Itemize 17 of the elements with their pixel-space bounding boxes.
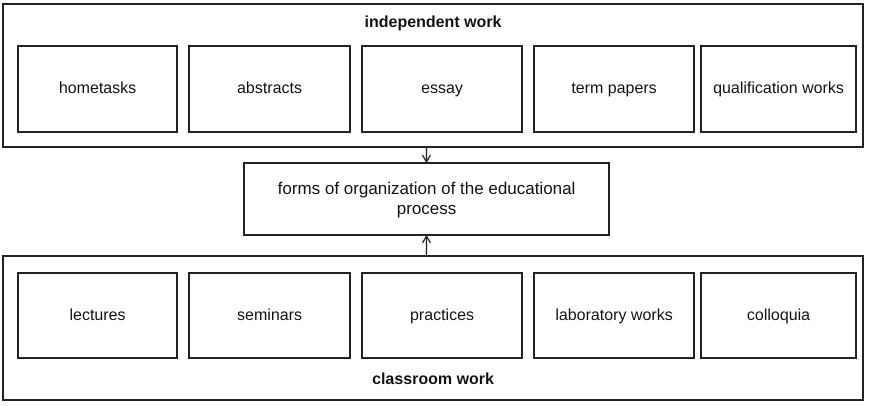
text-box: abstracts bbox=[188, 45, 351, 133]
text-box: colloquia bbox=[700, 272, 857, 359]
arrow bbox=[422, 148, 432, 163]
text-box: seminars bbox=[188, 272, 351, 359]
text-box: laboratory works bbox=[533, 272, 695, 359]
text-box: lectures bbox=[17, 272, 178, 359]
group-panel bbox=[2, 255, 864, 401]
text-box: essay bbox=[361, 45, 523, 133]
group-panel bbox=[2, 3, 864, 148]
group-heading: classroom work bbox=[371, 371, 495, 389]
text-box: term papers bbox=[533, 45, 695, 133]
text-box: forms of organization of the educational process bbox=[243, 162, 610, 236]
group-heading: independent work bbox=[364, 14, 502, 32]
text-box: hometasks bbox=[17, 45, 178, 133]
text-box: qualification works bbox=[700, 45, 857, 133]
arrow bbox=[422, 235, 432, 255]
text-box: practices bbox=[361, 272, 523, 359]
